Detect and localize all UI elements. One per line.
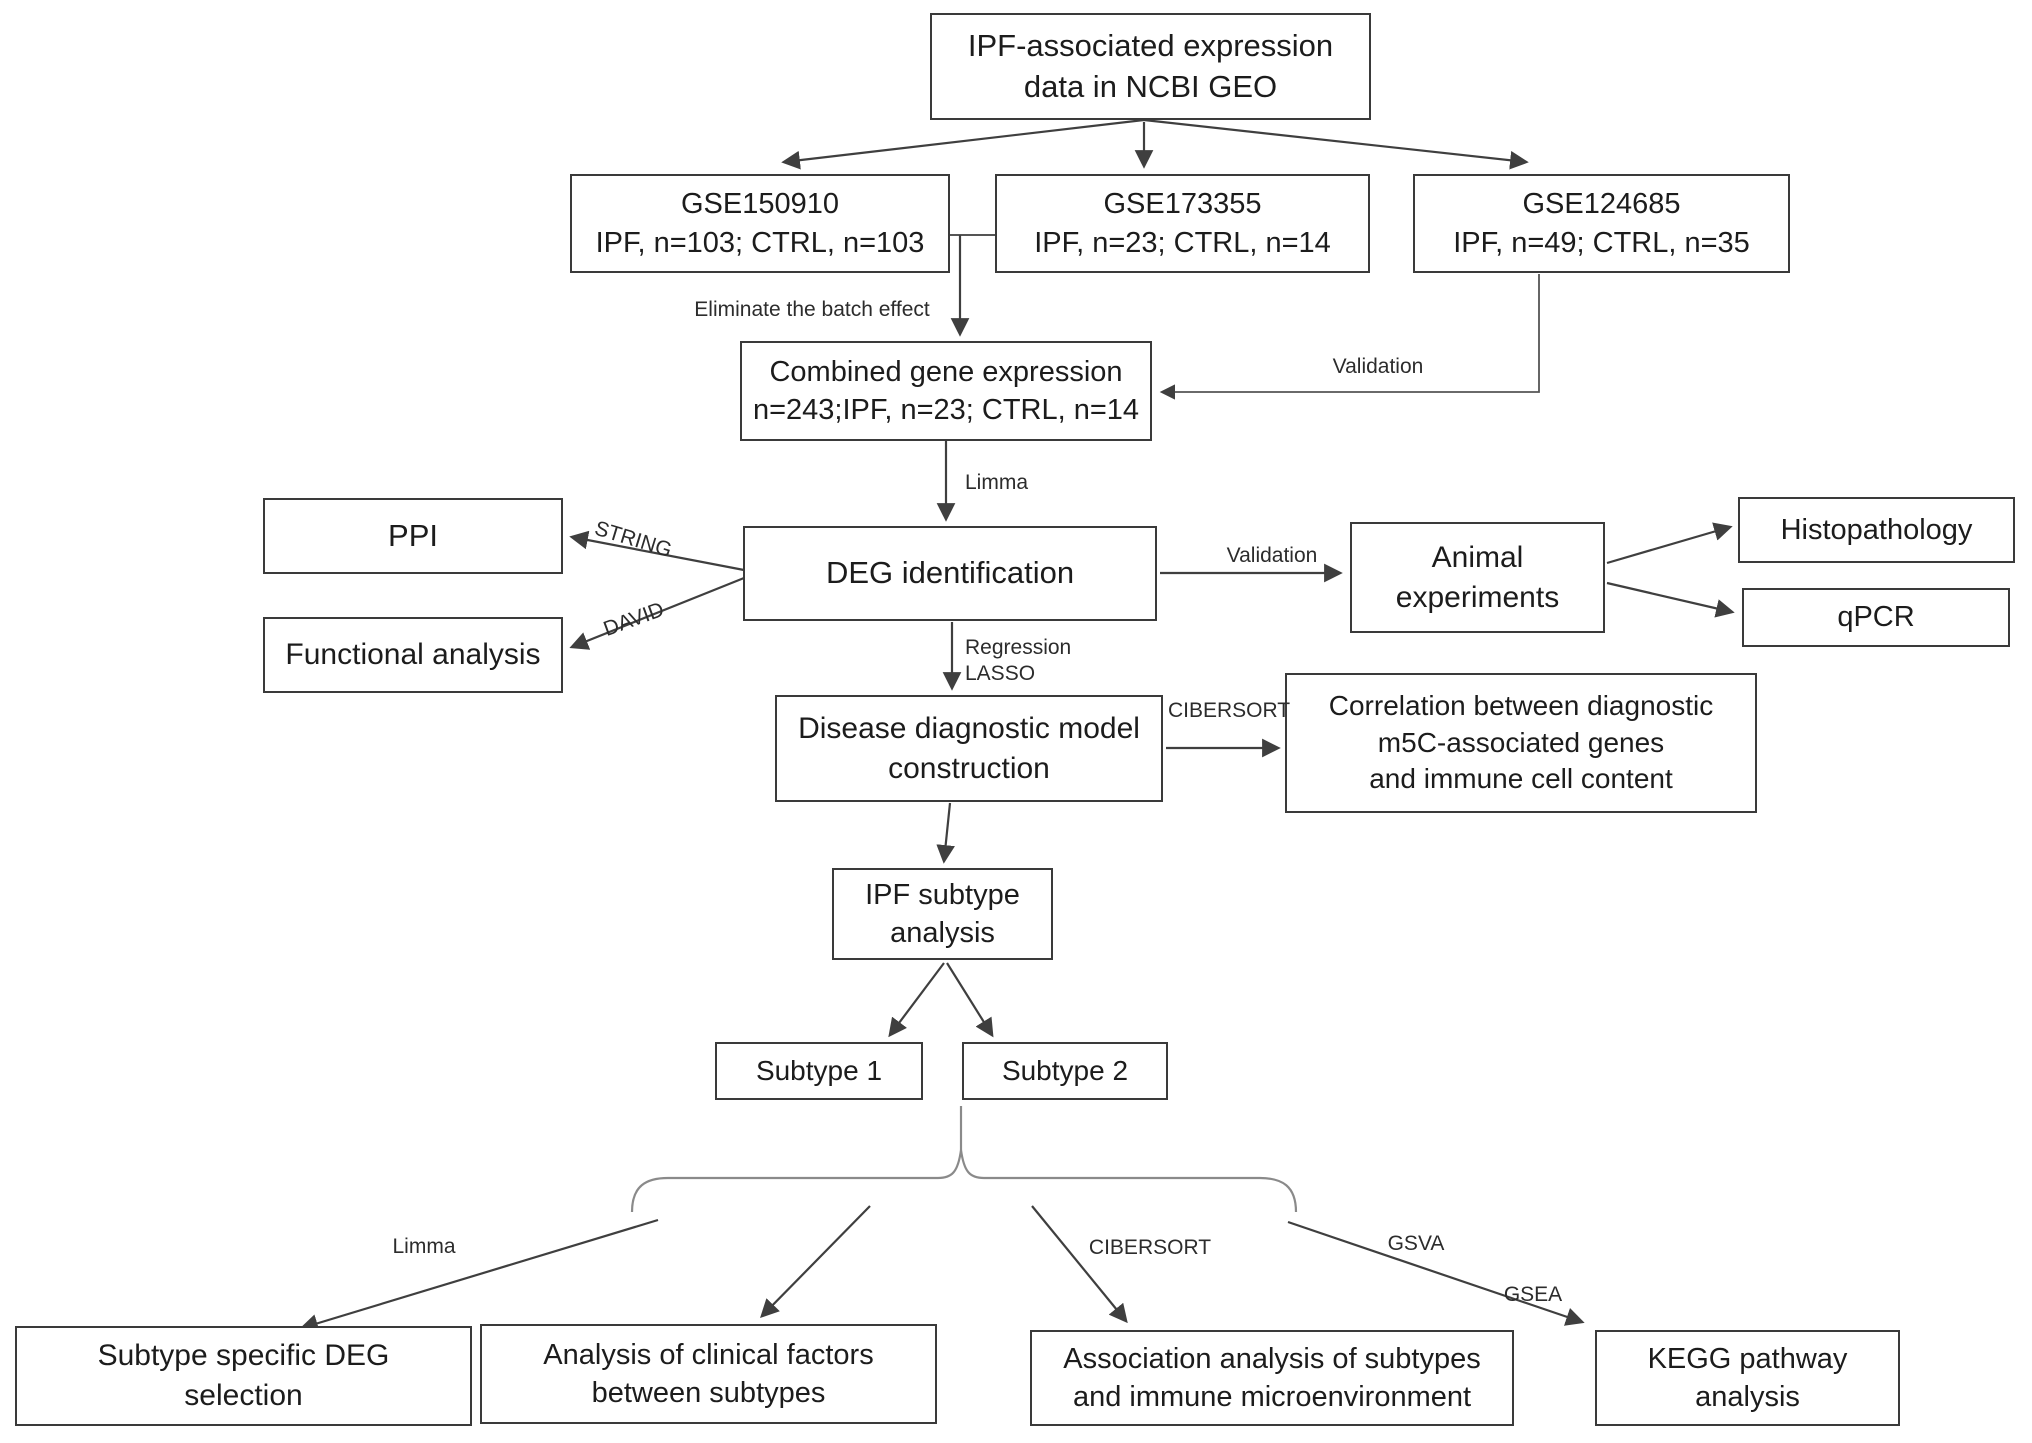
label-limma-subtype: Limma bbox=[392, 1234, 456, 1258]
box-ppi: PPI bbox=[263, 498, 563, 574]
edge-gse124685-validation bbox=[1159, 274, 1540, 400]
edge-animal-to-histopathology bbox=[1606, 522, 1733, 565]
box-subtype1: Subtype 1 bbox=[715, 1042, 923, 1100]
edge-geo-to-gse124685 bbox=[1143, 118, 1529, 170]
label-validation-animal: Validation bbox=[1226, 543, 1318, 567]
box-qpcr: qPCR bbox=[1742, 588, 2010, 647]
edge-deg-to-ppi bbox=[569, 530, 745, 572]
edge-deg-to-functional bbox=[569, 576, 745, 650]
box-gse124685: GSE124685 IPF, n=49; CTRL, n=35 bbox=[1413, 174, 1790, 273]
box-ncbi-geo: IPF-associated expression data in NCBI G… bbox=[930, 13, 1371, 120]
box-subtype-analysis: IPF subtype analysis bbox=[832, 868, 1053, 960]
label-cibersort-subtype: CIBERSORT bbox=[1088, 1235, 1212, 1259]
box-deg-identification: DEG identification bbox=[743, 526, 1157, 621]
box-gse173355: GSE173355 IPF, n=23; CTRL, n=14 bbox=[995, 174, 1370, 273]
edge-to-subtype-deg bbox=[299, 1218, 659, 1333]
edge-to-clinical bbox=[760, 1205, 871, 1319]
edge-animal-to-qpcr bbox=[1606, 581, 1735, 618]
label-validation-combined: Validation bbox=[1332, 354, 1424, 378]
label-cibersort-model: CIBERSORT bbox=[1168, 698, 1291, 722]
edge-to-association bbox=[1031, 1205, 1128, 1324]
label-regression-lasso: Regression LASSO bbox=[965, 635, 1072, 685]
edge-to-kegg bbox=[1287, 1220, 1585, 1326]
label-eliminate-batch-effect: Eliminate the batch effect bbox=[694, 297, 930, 321]
box-histopathology: Histopathology bbox=[1738, 497, 2015, 563]
label-limma-deg: Limma bbox=[965, 470, 1029, 494]
edge-analysis-to-subtype2 bbox=[946, 962, 994, 1038]
edge-analysis-to-subtype1 bbox=[888, 962, 945, 1038]
edge-geo-to-gse150910 bbox=[781, 118, 1145, 170]
box-m5c-immune-correlation: Correlation between diagnostic m5C-assoc… bbox=[1285, 673, 1757, 813]
subtypes-brace bbox=[630, 1149, 1298, 1213]
edge-model-to-subtype-analysis bbox=[936, 802, 955, 864]
box-functional-analysis: Functional analysis bbox=[263, 617, 563, 693]
box-combined-expression: Combined gene expression n=243;IPF, n=23… bbox=[740, 341, 1152, 441]
label-gsea: GSEA bbox=[1503, 1282, 1563, 1306]
box-kegg-analysis: KEGG pathway analysis bbox=[1595, 1330, 1900, 1426]
box-subtype-deg-selection: Subtype specific DEG selection bbox=[15, 1326, 472, 1426]
box-immune-association: Association analysis of subtypes and imm… bbox=[1030, 1330, 1514, 1426]
box-gse150910: GSE150910 IPF, n=103; CTRL, n=103 bbox=[570, 174, 950, 273]
box-clinical-factors: Analysis of clinical factors between sub… bbox=[480, 1324, 937, 1424]
label-gsva: GSVA bbox=[1387, 1231, 1445, 1255]
box-diagnostic-model: Disease diagnostic model construction bbox=[775, 695, 1163, 802]
box-subtype2: Subtype 2 bbox=[962, 1042, 1168, 1100]
box-animal-experiments: Animal experiments bbox=[1350, 522, 1605, 633]
